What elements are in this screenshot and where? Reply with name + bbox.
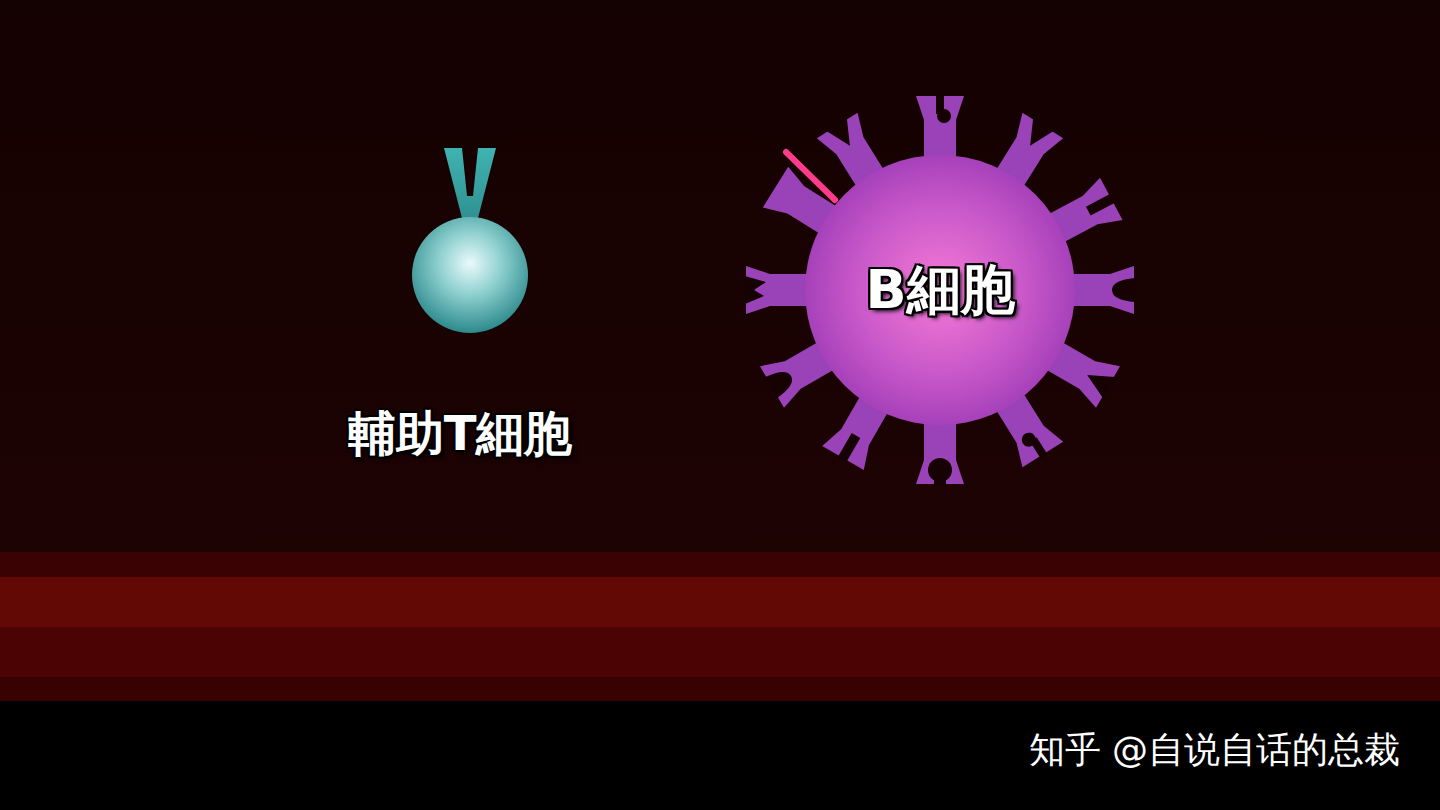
- helper-t-cell: 輔助T細胞: [310, 140, 626, 480]
- floor-band: [0, 677, 1440, 701]
- cell-label: 輔助T細胞: [310, 402, 610, 466]
- floor-band: [0, 577, 1440, 627]
- floor-band: [0, 627, 1440, 677]
- b-cell-body: [805, 155, 1075, 425]
- t-cell-receptor: [444, 148, 496, 222]
- cell-name: B細胞: [865, 254, 1014, 327]
- antigen-fragment: [786, 152, 835, 200]
- t-cell-body: [412, 217, 528, 333]
- floor-band: [0, 552, 1440, 577]
- receptor-spikes: [745, 94, 1135, 486]
- b-cell: B細胞: [740, 90, 1140, 490]
- background-fill: [0, 0, 1440, 552]
- watermark: 知乎 @自说自话的总裁: [1029, 726, 1400, 775]
- watermark-bar: [0, 701, 1440, 810]
